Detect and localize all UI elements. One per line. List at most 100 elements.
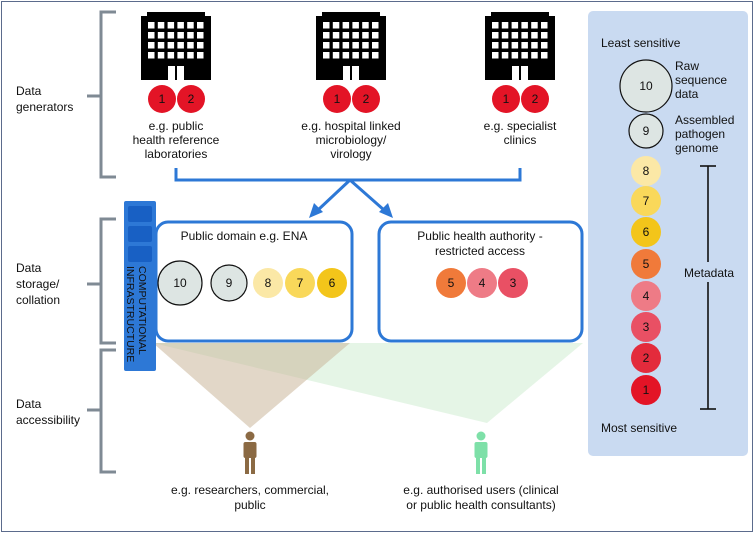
bracket-storage [99,217,116,345]
restricted-item-4: 4 [467,268,497,298]
legend-level-2: 2 [631,343,661,373]
row-labels: DatageneratorsDatastorage/collationDataa… [16,84,80,427]
generator-1-text-line: laboratories [145,147,208,161]
user-2-text-line: or public health consultants) [406,498,555,512]
svg-text:2: 2 [643,351,650,365]
svg-text:5: 5 [448,276,455,290]
row-label-accessibility-line: Data [16,397,42,411]
svg-text:1: 1 [334,92,341,106]
restricted-access-items: 5 4 3 [436,268,528,298]
legend-least-sensitive: Least sensitive [601,36,681,50]
person-icon [243,431,257,474]
legend-level-10: 10 [619,59,673,113]
person-icon [474,431,488,474]
arrow-to-restricted [379,203,393,218]
generator-2-text-line: microbiology/ [316,133,387,147]
svg-text:3: 3 [510,276,517,290]
svg-text:8: 8 [643,164,650,178]
restricted-access-title: Public health authority -restricted acce… [417,229,542,258]
generator-2-text-line: virology [330,147,371,161]
svg-text:2: 2 [532,92,539,106]
badge-2: 2 [521,85,549,113]
legend-level-5: 5 [631,249,661,279]
user-1-text-line: e.g. researchers, commercial, [171,483,329,497]
generator-2-text-line: e.g. hospital linked [301,119,400,133]
svg-text:6: 6 [643,225,650,239]
svg-text:4: 4 [643,289,650,303]
svg-text:2: 2 [363,92,370,106]
row-label-generators-line: Data [16,84,42,98]
legend-assembled-line: genome [675,141,719,155]
bracket-accessibility [99,348,116,474]
row-label-storage-line: storage/ [16,277,60,291]
row-label-generators-line: generators [16,100,73,114]
svg-text:10: 10 [639,79,653,93]
infrastructure-label: COMPUTATIONALINFRASTRUCTURE [124,266,148,362]
svg-text:1: 1 [643,383,650,397]
legend-level-9: 9 [628,113,664,149]
row-label-accessibility-line: accessibility [16,413,80,427]
row-label-storage-line: Data [16,261,42,275]
legend-assembled-line: pathogen [675,127,725,141]
legend-level-7: 7 [631,186,661,216]
legend-most-sensitive: Most sensitive [601,421,677,435]
svg-text:7: 7 [297,276,304,290]
user-1-text-line: public [234,498,265,512]
restricted-item-3: 3 [498,268,528,298]
generator-1-text-line: e.g. public [149,119,204,133]
legend-sensitivity-scale: 10 9 8 7 6 5 4 3 2 1 [619,59,673,405]
legend-level-1: 1 [631,375,661,405]
legend-level-3: 3 [631,312,661,342]
svg-text:7: 7 [643,194,650,208]
generator-1-text-line: health reference [133,133,220,147]
svg-text:6: 6 [329,276,336,290]
public-item-9: 9 [210,264,248,302]
data-users: e.g. researchers, commercial,publice.g. … [171,431,559,512]
access-triangle-public [153,343,350,428]
legend-raw-line: Raw [675,59,699,73]
svg-text:1: 1 [159,92,166,106]
public-domain-title: Public domain e.g. ENA [181,229,308,243]
svg-text:5: 5 [643,257,650,271]
legend-raw-line: sequence [675,73,727,87]
legend-assembled-line: Assembled [675,113,734,127]
svg-text:4: 4 [479,276,486,290]
building-icon [485,12,555,80]
user-group-1: e.g. researchers, commercial,public [171,431,329,512]
svg-text:9: 9 [226,276,233,290]
generator-3-text-line: e.g. specialist [484,119,557,133]
row-brackets [87,10,116,474]
svg-text:1: 1 [503,92,510,106]
restricted-title-line: restricted access [435,244,525,258]
legend-level-4: 4 [631,281,661,311]
public-item-7: 7 [285,268,315,298]
metadata-bracket [700,165,716,410]
svg-text:10: 10 [173,276,187,290]
generator-2: 1 2 e.g. hospital linkedmicrobiology/virol… [301,12,401,161]
metadata-label: Metadata [684,266,734,280]
bracket-generators [99,10,116,179]
computational-infrastructure: COMPUTATIONALINFRASTRUCTURE [124,201,156,371]
arrow-to-public [309,203,323,218]
legend-level-6: 6 [631,217,661,247]
restricted-title-line: Public health authority - [417,229,542,243]
public-item-8: 8 [253,268,283,298]
infrastructure-label-line: COMPUTATIONAL [136,266,148,355]
building-icon [141,12,211,80]
flow-arrowheads [309,203,393,218]
badge-1: 1 [148,85,176,113]
badge-1: 1 [492,85,520,113]
user-2-text-line: e.g. authorised users (clinical [403,483,558,497]
svg-text:3: 3 [643,320,650,334]
badge-1: 1 [323,85,351,113]
infrastructure-label-line: INFRASTRUCTURE [124,266,136,362]
metadata-label-bg [680,262,740,282]
